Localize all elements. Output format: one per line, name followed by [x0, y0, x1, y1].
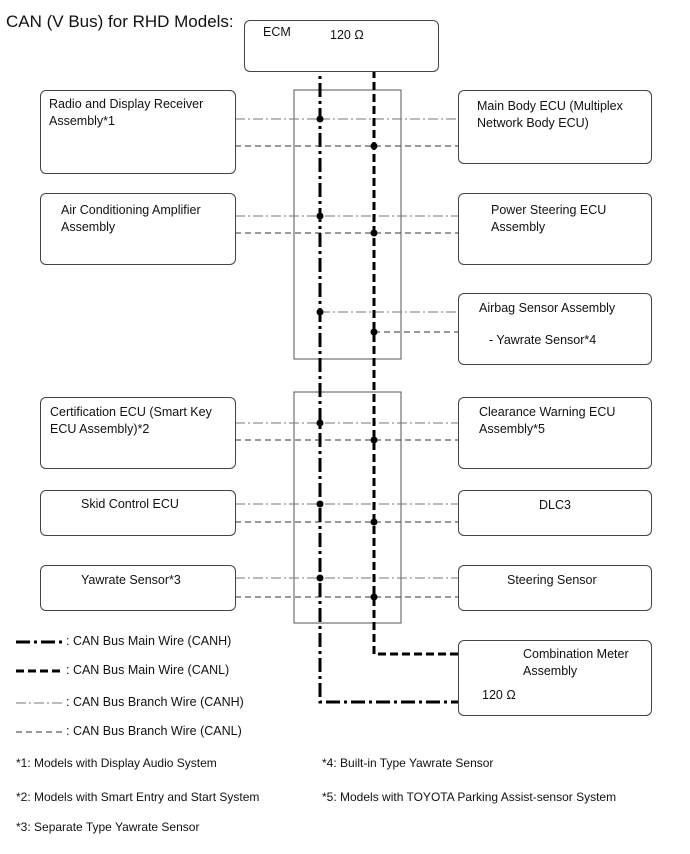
legend-main-canl: : CAN Bus Main Wire (CANL) [66, 663, 230, 677]
footnote-3: *3: Separate Type Yawrate Sensor [16, 820, 200, 834]
unit-label-line1: Certification ECU (Smart Key [50, 405, 212, 419]
radio-display-receiver-box: Radio and Display Receiver Assembly*1 [40, 90, 236, 174]
unit-label-line1: Combination Meter [523, 647, 629, 661]
footnote-4: *4: Built-in Type Yawrate Sensor [322, 756, 494, 770]
branch-wires-canh [235, 118, 458, 579]
main-body-ecu-box: Main Body ECU (Multiplex Network Body EC… [458, 90, 652, 164]
unit-label-line1: Clearance Warning ECU [479, 405, 616, 419]
unit-label-line2: ECU Assembly)*2 [50, 422, 150, 436]
unit-label-line2: - Yawrate Sensor*4 [489, 333, 597, 347]
meter-resistor-label: 120 Ω [482, 688, 516, 702]
unit-label-line1: DLC3 [539, 498, 571, 512]
power-steering-ecu-box: Power Steering ECU Assembly [458, 193, 652, 265]
branch-wires-canl [235, 145, 458, 598]
footnote-2: *2: Models with Smart Entry and Start Sy… [16, 790, 260, 804]
footnote-1: *1: Models with Display Audio System [16, 756, 217, 770]
junction-connector-upper [293, 89, 402, 360]
unit-label-line1: Skid Control ECU [81, 497, 179, 511]
unit-label-line2: Assembly [523, 664, 578, 678]
unit-label-line1: Main Body ECU (Multiplex [477, 99, 623, 113]
unit-label-line1: Yawrate Sensor*3 [81, 573, 181, 587]
skid-control-ecu-box: Skid Control ECU [40, 490, 236, 536]
unit-label-line2: Assembly*1 [49, 114, 115, 128]
unit-label-line1: Power Steering ECU [491, 203, 607, 217]
unit-label-line2: Assembly [61, 220, 116, 234]
unit-label-line2: Network Body ECU) [477, 116, 589, 130]
clearance-warning-ecu-box: Clearance Warning ECU Assembly*5 [458, 397, 652, 469]
dlc3-box: DLC3 [458, 490, 652, 536]
footnote-5: *5: Models with TOYOTA Parking Assist-se… [322, 790, 617, 804]
legend-branch-canh: : CAN Bus Branch Wire (CANH) [66, 695, 244, 709]
ecm-resistor-label: 120 Ω [330, 28, 364, 42]
junction-connector-lower [293, 391, 402, 624]
unit-label-line1: Air Conditioning Amplifier [61, 203, 201, 217]
combination-meter-box: Combination Meter Assembly [458, 640, 652, 716]
junction-dots [316, 115, 378, 601]
unit-label-line1: Steering Sensor [507, 573, 597, 587]
steering-sensor-box: Steering Sensor [458, 565, 652, 611]
unit-label-line1: Airbag Sensor Assembly [479, 301, 616, 315]
unit-label-line2: Assembly*5 [479, 422, 545, 436]
airbag-sensor-assembly-box: Airbag Sensor Assembly - Yawrate Sensor*… [458, 293, 652, 365]
main-wire-canh [318, 58, 477, 704]
diagram-title: CAN (V Bus) for RHD Models: [6, 12, 234, 31]
ecm-box: ECM [244, 20, 439, 72]
unit-label-line1: Radio and Display Receiver [49, 97, 204, 111]
legend-main-canh: : CAN Bus Main Wire (CANH) [66, 634, 232, 648]
air-conditioning-amplifier-box: Air Conditioning Amplifier Assembly [40, 193, 236, 265]
legend-branch-canl: : CAN Bus Branch Wire (CANL) [66, 724, 242, 738]
ecm-label: ECM [263, 25, 291, 39]
certification-ecu-box: Certification ECU (Smart Key ECU Assembl… [40, 397, 236, 469]
unit-label-line2: Assembly [491, 220, 546, 234]
yawrate-sensor-box: Yawrate Sensor*3 [40, 565, 236, 611]
